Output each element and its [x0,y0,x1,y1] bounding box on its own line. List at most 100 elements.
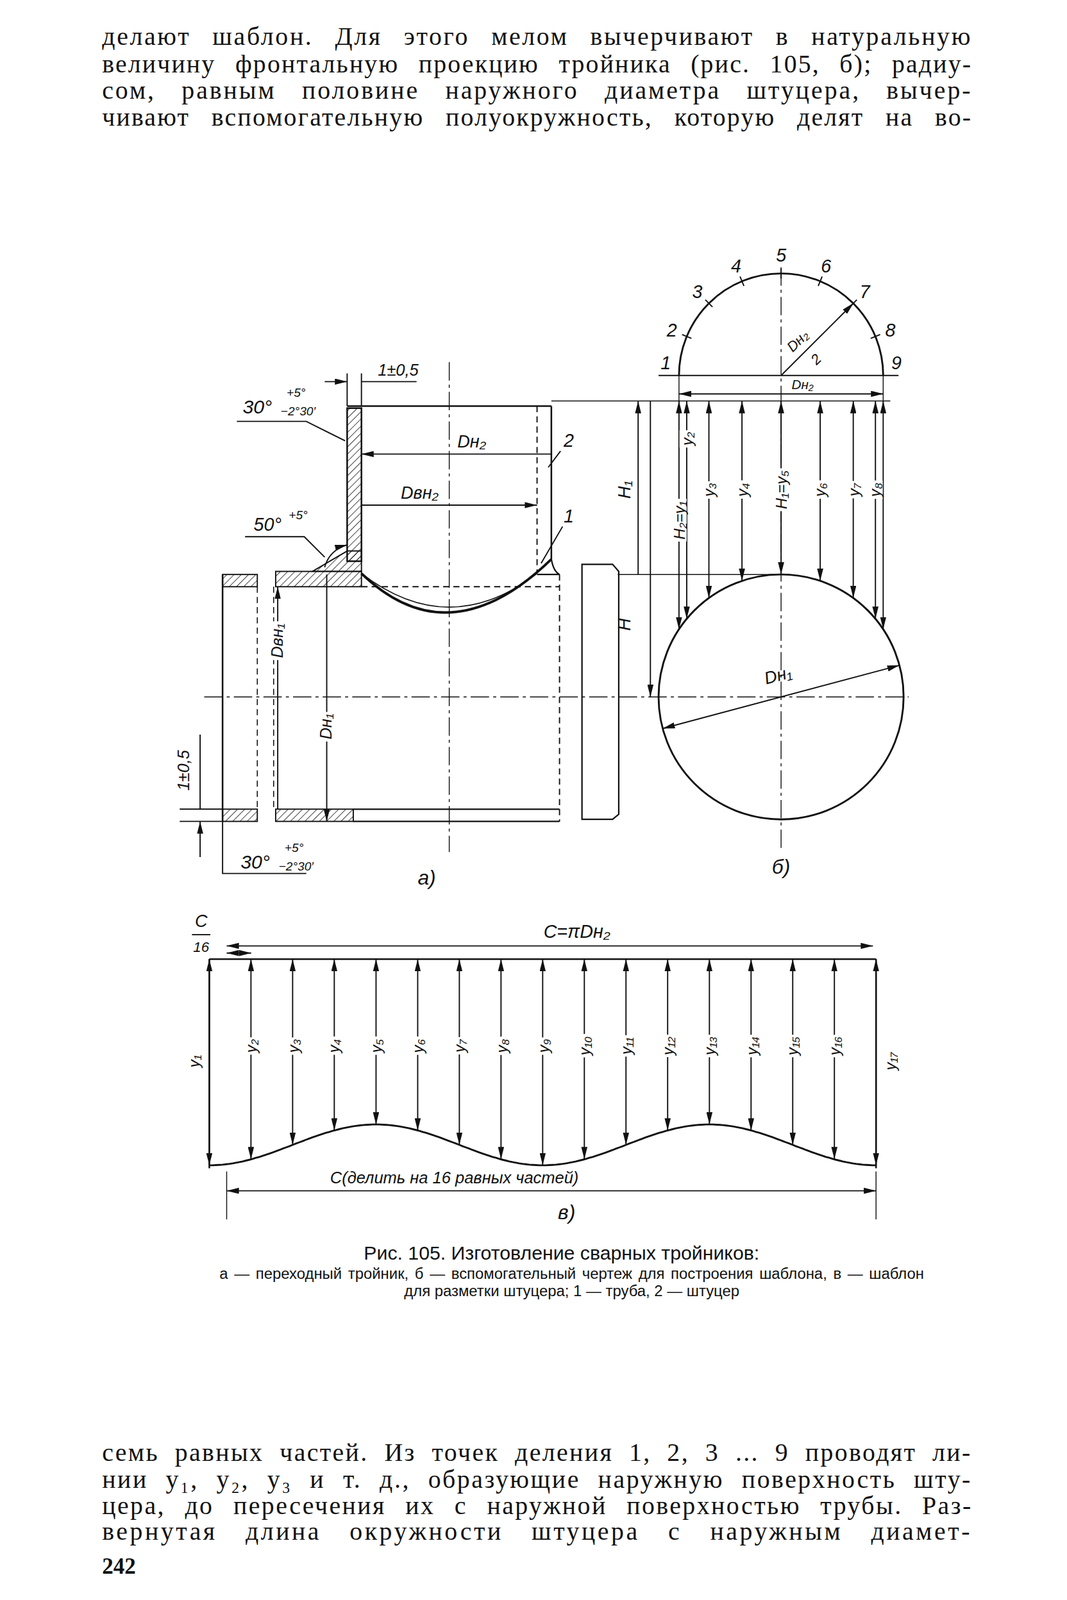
body-text-line: сом, равным половине наружного диаметра … [101,76,973,103]
dimension-line [833,959,835,1160]
drawing-line [361,559,552,613]
division-tick [849,300,857,308]
figure-letter: в) [557,1202,576,1223]
division-tick [870,334,881,339]
dimension-label: H₁=y₅ [773,468,789,512]
drawing-line [537,573,560,576]
callout-number: 2 [563,431,574,451]
dimension-label: −2°30′ [280,405,316,418]
drawing-line [679,375,883,402]
drawing-line [275,571,362,587]
drawing-line [781,303,854,376]
dimension-label: y₃ [700,480,717,499]
drawing-line [257,586,274,810]
body-text-line: делают шаблон. Для этого мелом вычерчива… [101,23,973,49]
drawing-line [353,809,560,822]
caption-legend: а — переходный тройник, б — вспомогатель… [219,1264,925,1300]
dimension-line [500,959,502,1160]
drawing-line [179,809,223,822]
template-view [191,934,876,1220]
template-curve [209,1124,876,1166]
division-tick [705,300,713,308]
dimension-label: y₇ [845,481,862,499]
dimension-label: Dн₁ [318,711,335,742]
point-number: 4 [730,257,742,276]
dimension-label: y₁₁ [618,1035,634,1057]
drawing-line [221,574,224,822]
dimension-line [874,401,876,620]
dimension-label: +5° [286,386,306,399]
dimension-label: y₉ [534,1037,551,1056]
dimension-label: Dн₂ [457,433,487,451]
dimension-label: 1±0,5 [377,362,419,379]
body-text-line: вернутая длина окружности штуцера с нару… [101,1518,973,1545]
callout-number: 1 [563,507,574,526]
drawing-line [361,453,552,506]
drawing-line [582,564,619,820]
dimension-label: y₁₆ [826,1034,842,1058]
drawing-line [536,406,538,572]
dimension-line [882,401,884,630]
drawing-line [541,451,563,564]
dimension-label: Dвн₁ [269,621,286,661]
point-number: 3 [692,282,703,302]
auxiliary-view [658,273,904,821]
dimension-label: H₂=y₁ [671,499,687,542]
dimension-label: y₃ [284,1037,301,1056]
dimension-label: y₁₅ [784,1034,801,1058]
tee-view [179,267,909,874]
page-number: 242 [101,1555,136,1579]
dimension-label: Dвн₂ [400,484,439,502]
drawing-line [658,375,899,377]
figure-letter: б) [772,856,791,878]
dimension-label: y₁₄ [743,1034,759,1058]
drawing-line [244,536,325,558]
dimension-line [852,401,855,599]
dimension-label: 16 [193,940,210,955]
body-text-line: семь равных частей. Из точек деления 1, … [101,1439,972,1466]
point-number: 1 [660,353,671,373]
dimension-label: C=πDн₂ [541,922,612,942]
dimension-label: C(делить на 16 равных частей) [328,1170,581,1187]
point-number: 6 [820,257,832,276]
point-number: 9 [891,353,902,373]
dimension-label: C [194,913,208,931]
dimension-label: y₄ [734,480,751,499]
dimension-label: y₅ [368,1037,384,1056]
division-tick [739,276,744,286]
dimension-label: H₁ [616,480,634,499]
drawing-line [275,809,354,822]
body-text-line: нии y₁, y₂, y₃ и т. д., образующие наруж… [101,1466,973,1493]
drawing-line [203,267,909,853]
drawing-line [191,934,211,936]
body-text-line: чивают вспомогательную полуокружность, к… [101,103,973,130]
dimension-label: Dн₂ [784,327,812,355]
figure-caption: Рис. 105. Изготовление сварных тройников… [363,1243,760,1264]
dimension-line [875,959,877,1166]
dimension-label: Dн₂ [789,378,816,392]
dimension-label: +5° [284,841,304,855]
dimension-label: y₁₂ [659,1034,676,1058]
dimension-label: Dн₁ [762,663,794,688]
drawing-line [226,945,873,948]
drawing-line [199,734,201,858]
dimension-label: y₁₀ [576,1034,592,1059]
dimension-label: y₄ [326,1037,342,1056]
drawing-line [551,559,560,575]
dimension-line [208,959,210,1166]
drawing-line [312,551,362,572]
drawing-line [222,574,258,587]
drawing-line [209,959,876,1169]
dimension-label: y₁₇ [882,1052,899,1071]
point-number: 7 [859,282,871,302]
dimension-label: 1±0,5 [175,750,192,792]
figure-letter: а) [417,867,436,889]
drawing-line [324,545,347,568]
drawing-line [679,273,883,376]
point-number: 2 [666,321,678,340]
drawing-line [236,421,345,441]
point-number: 5 [775,246,787,265]
